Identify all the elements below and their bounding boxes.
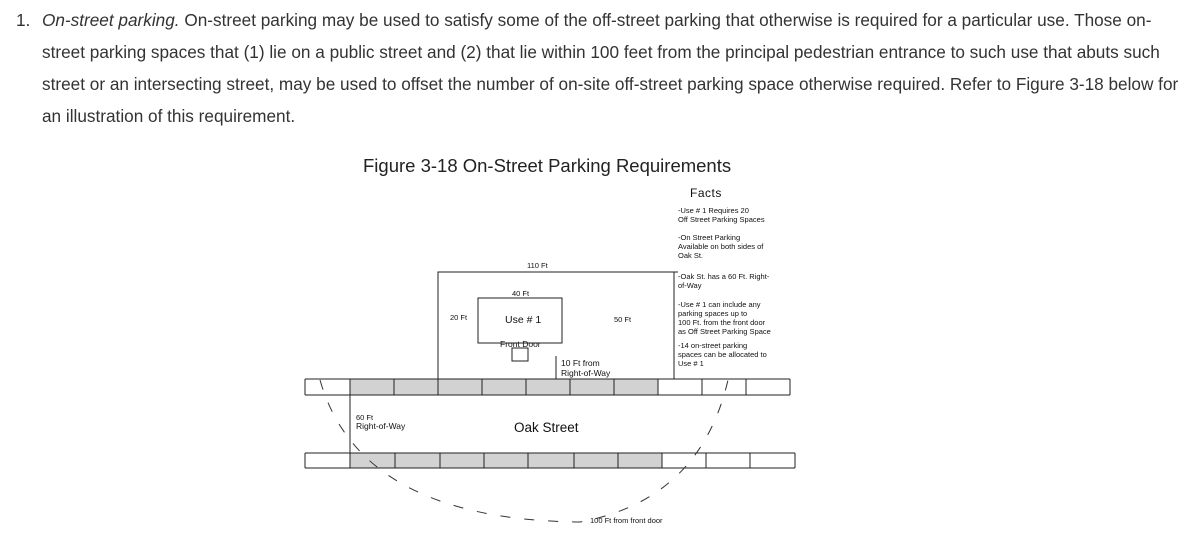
row-label-1: 60 Ft [356,413,374,422]
fact-5-line-2: spaces can be allocated to [678,350,767,359]
building-width-label: 40 Ft [512,289,530,298]
lot-width-label: 110 Ft [527,261,549,270]
upper-parking-stalls [349,378,791,396]
front-door [511,347,529,362]
fact-4-line-2: parking spaces up to [678,309,747,318]
row-label-2: Right-of-Way [356,421,406,431]
radius-label: 100 Ft from front door [590,516,663,525]
fact-2-line-1: -On Street Parking [678,233,740,242]
fact-3-line-1: -Oak St. has a 60 Ft. Right- [678,272,770,281]
building-use1 [477,297,563,344]
list-number: 1. [16,10,31,30]
radius-arc [319,379,729,523]
fact-5-line-3: Use # 1 [678,359,704,368]
facts-heading: Facts [690,186,722,200]
other-setback-label: 50 Ft [614,315,632,324]
fact-1-line-2: Off Street Parking Spaces [678,215,765,224]
fact-3-line-2: of-Way [678,281,702,290]
fact-2-line-3: Oak St. [678,251,703,260]
paragraph-heading: On-street parking. [42,10,180,30]
use-label: Use # 1 [505,314,541,326]
fact-4-line-4: as Off Street Parking Space [678,327,771,336]
figure-title: Figure 3-18 On-Street Parking Requiremen… [363,155,732,176]
street-label: Oak Street [514,420,579,435]
fact-2-line-2: Available on both sides of [678,242,764,251]
front-distance-label-2: Right-of-Way [561,368,611,378]
fact-5-line-1: -14 on-street parking [678,341,747,350]
fact-1-line-1: -Use # 1 Requires 20 [678,206,749,215]
paragraph-body: On-street parking. On-street parking may… [42,4,1192,132]
paragraph-text: On-street parking may be used to satisfy… [42,10,1179,126]
front-distance-label-1: 10 Ft from [561,358,600,368]
side-setback-label: 20 Ft [450,313,468,322]
front-door-label: Front Door [500,339,541,349]
fact-4-line-3: 100 Ft. from the front door [678,318,766,327]
paragraph: 1. On-street parking. On-street parking … [12,4,1192,132]
lower-parking-stalls [349,452,796,469]
fact-4-line-1: -Use # 1 can include any [678,300,761,309]
